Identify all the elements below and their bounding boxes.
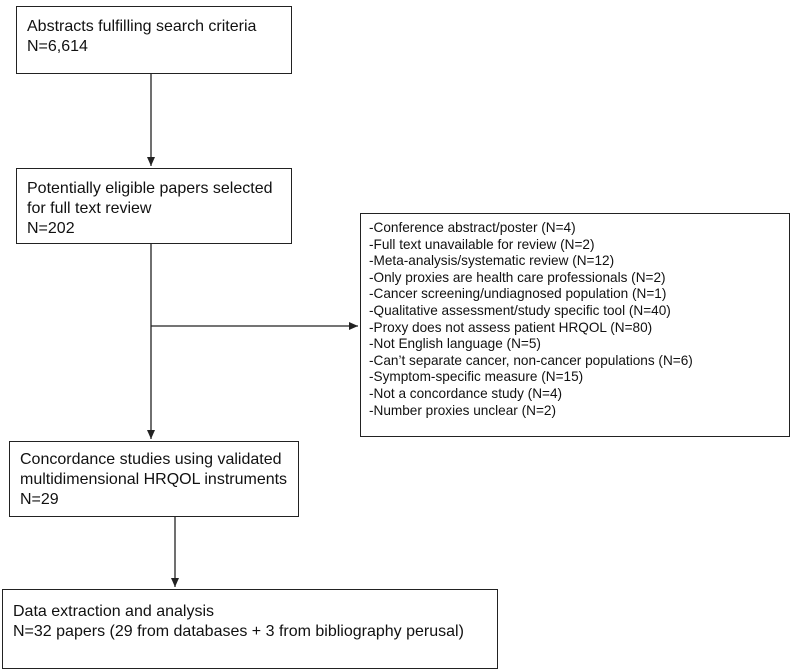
exclusion-item: -Proxy does not assess patient HRQOL (N=… <box>369 319 653 335</box>
exclusion-item: -Can’t separate cancer, non-cancer popul… <box>369 352 693 368</box>
exclusion-item: -Qualitative assessment/study specific t… <box>369 302 671 318</box>
eligible-count: N=202 <box>27 220 75 237</box>
exclusion-item: -Number proxies unclear (N=2) <box>369 402 556 418</box>
concordance-title-line-1: Concordance studies using validated <box>20 451 282 468</box>
eligible-title: Potentially eligible papers selected for… <box>27 180 273 217</box>
search-count: N=6,614 <box>27 38 88 55</box>
extraction-count: N=32 papers (29 from databases + 3 from … <box>13 623 464 640</box>
exclusion-item: -Not a concordance study (N=4) <box>369 385 563 401</box>
exclusion-reasons-box: -Conference abstract/poster (N=4) -Full … <box>360 213 790 437</box>
exclusion-item: -Conference abstract/poster (N=4) <box>369 220 576 235</box>
concordance-studies-box: Concordance studies using validated mult… <box>9 441 299 517</box>
search-title: Abstracts fulfilling search criteria <box>27 18 257 35</box>
eligible-papers-box: Potentially eligible papers selected for… <box>16 168 292 244</box>
concordance-count: N=29 <box>20 491 59 508</box>
concordance-title-line-2: multidimensional HRQOL instruments <box>20 471 288 488</box>
exclusion-item: -Only proxies are health care profession… <box>369 269 666 285</box>
exclusion-item: -Full text unavailable for review (N=2) <box>369 236 595 252</box>
exclusion-item: -Cancer screening/undiagnosed population… <box>369 286 667 302</box>
exclusion-item: -Symptom-specific measure (N=15) <box>369 369 584 385</box>
search-results-box: Abstracts fulfilling search criteria N=6… <box>16 6 292 74</box>
exclusion-item: -Meta-analysis/systematic review (N=12) <box>369 253 615 269</box>
exclusion-item: -Not English language (N=5) <box>369 336 541 352</box>
extraction-title: Data extraction and analysis <box>13 603 214 620</box>
data-extraction-box: Data extraction and analysis N=32 papers… <box>2 589 498 669</box>
